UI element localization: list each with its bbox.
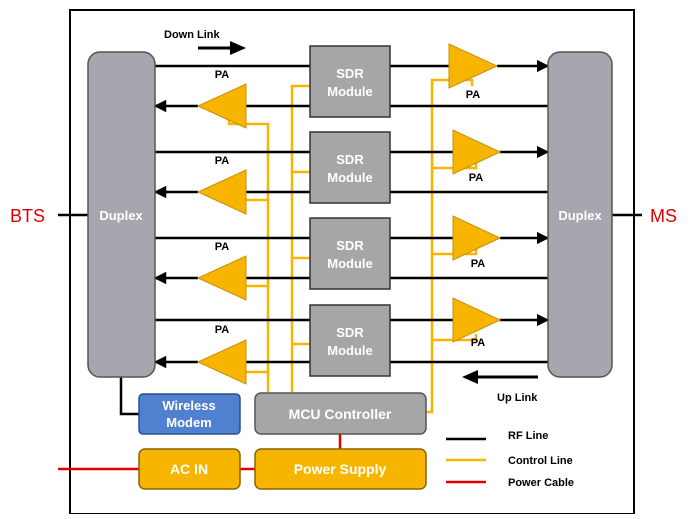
duplex-left: Duplex (87, 51, 156, 378)
ms-label: MS (650, 206, 677, 226)
legend-item-rf-line: RF Line (446, 430, 548, 442)
legend-1-label-text: Control Line (508, 455, 573, 467)
labels-mcu-controller-text: MCU Controller (289, 406, 392, 422)
duplex-right-label: Duplex (558, 208, 602, 223)
legend-0-label-text: RF Line (508, 430, 548, 442)
sdr-module-3: SDR Module (309, 217, 391, 290)
labels-sdr-line1-text: SDR (336, 325, 364, 340)
power-supply: Power Supply (254, 448, 427, 490)
labels-pa-text: PA (471, 258, 486, 270)
bts-label: BTS (10, 206, 45, 226)
up-link-indicator: Up Link (462, 370, 538, 404)
labels-pa-text: PA (471, 337, 486, 349)
pa-right-1: PA (448, 43, 499, 101)
labels-pa-text: PA (466, 89, 481, 101)
labels-sdr-line1-text: SDR (336, 238, 364, 253)
pa-right-2: PA (452, 129, 502, 184)
labels-pa-text: PA (469, 172, 484, 184)
pa-left-2: PA (196, 155, 247, 215)
labels-ac-in-text: AC IN (170, 461, 208, 477)
legend-2-label-text: Power Cable (508, 477, 574, 489)
pa-left-1: PA (196, 69, 247, 129)
legend-item-power-cable: Power Cable (446, 477, 574, 489)
labels-pa-text: PA (215, 69, 230, 81)
ac-in: AC IN (138, 448, 241, 490)
sdr-module-2: SDR Module (309, 131, 391, 204)
power-cables (58, 434, 342, 471)
duplex-left-label: Duplex (99, 208, 143, 223)
labels-pa-text: PA (215, 324, 230, 336)
labels-sdr-line2-text: Module (327, 343, 373, 358)
mcu-controller: MCU Controller (254, 392, 427, 435)
rf-lines (58, 59, 642, 416)
labels-sdr-line1-text: SDR (336, 152, 364, 167)
pa-left-3: PA (196, 241, 247, 301)
labels-wireless-modem-line1-text: Wireless (162, 398, 215, 413)
pa-right-4: PA (452, 297, 502, 349)
down-link-label: Down Link (164, 29, 220, 41)
labels-sdr-line1-text: SDR (336, 66, 364, 81)
labels-power-supply-text: Power Supply (294, 461, 387, 477)
duplex-right: Duplex (547, 51, 613, 378)
legend: RF Line Control Line Power Cable (446, 430, 574, 489)
wireless-modem: Wireless Modem (138, 393, 241, 435)
up-link-label: Up Link (497, 392, 538, 404)
sdr-module-1: SDR Module (309, 45, 391, 118)
pa-right-3: PA (452, 215, 502, 270)
legend-item-control-line: Control Line (446, 455, 573, 467)
labels-pa-text: PA (215, 241, 230, 253)
labels-sdr-line2-text: Module (327, 170, 373, 185)
labels-sdr-line2-text: Module (327, 256, 373, 271)
labels-sdr-line2-text: Module (327, 84, 373, 99)
labels-wireless-modem-line2-text: Modem (166, 415, 212, 430)
pa-left-4: PA (196, 324, 247, 385)
sdr-module-4: SDR Module (309, 304, 391, 377)
down-link-indicator: Down Link (164, 29, 246, 55)
labels-pa-text: PA (215, 155, 230, 167)
